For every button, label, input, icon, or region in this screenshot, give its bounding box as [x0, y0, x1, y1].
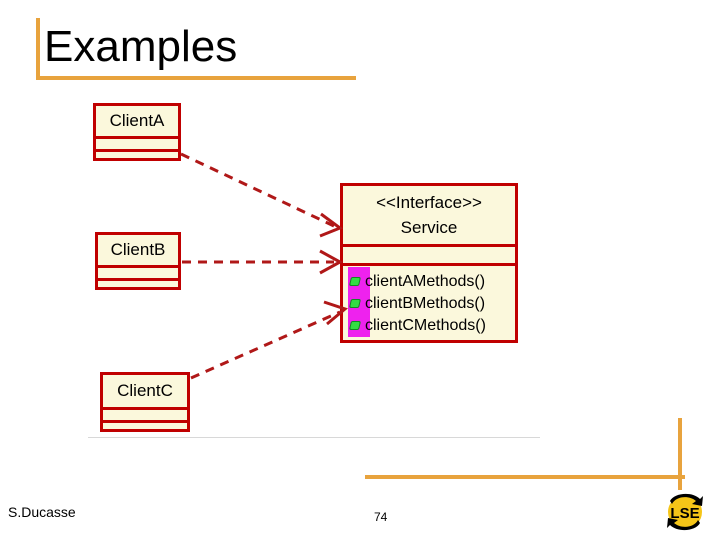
- uml-method-row[interactable]: clientCMethods(): [343, 315, 515, 337]
- footer-author: S.Ducasse: [8, 504, 76, 520]
- footer-hairline: [88, 437, 540, 438]
- uml-method-row[interactable]: clientBMethods(): [343, 293, 515, 315]
- uml-operations-compartment: [98, 281, 178, 291]
- uml-operations-compartment: clientAMethods() clientBMethods() client…: [343, 266, 515, 337]
- uml-method-label: clientCMethods(): [365, 317, 486, 334]
- uml-interface-service[interactable]: <<Interface>> Service clientAMethods() c…: [340, 183, 518, 343]
- uml-method-row[interactable]: clientAMethods(): [343, 271, 515, 293]
- public-method-icon: [349, 276, 363, 288]
- uml-separator: [343, 244, 515, 247]
- dependency-arrowhead-client-b: [319, 249, 344, 275]
- lse-logo-icon: LSE: [667, 493, 703, 531]
- uml-stereotype-label: <<Interface>>: [376, 193, 482, 212]
- footer-accent-rule-horizontal: [365, 475, 685, 479]
- uml-separator: [103, 407, 187, 410]
- uml-interface-header: <<Interface>> Service: [343, 186, 515, 244]
- uml-class-client-b[interactable]: ClientB: [95, 232, 181, 290]
- uml-class-client-a[interactable]: ClientA: [93, 103, 181, 161]
- public-method-icon: [349, 298, 363, 310]
- footer-accent-rule-vertical: [678, 418, 682, 490]
- public-method-icon: [349, 320, 363, 332]
- title-accent-rule: [36, 18, 40, 80]
- uml-operations-compartment: [103, 423, 187, 433]
- uml-attributes-compartment: [98, 268, 178, 278]
- footer-page-number: 74: [374, 510, 388, 524]
- uml-method-label: clientAMethods(): [365, 273, 486, 290]
- dependency-arrowhead-client-a: [319, 212, 344, 238]
- uml-operations-compartment: [96, 152, 178, 162]
- uml-class-name-client-b: ClientB: [110, 240, 166, 259]
- uml-attributes-compartment: [103, 410, 187, 420]
- uml-separator: [343, 263, 515, 266]
- lse-logo-text: LSE: [670, 505, 699, 522]
- uml-separator: [103, 420, 187, 423]
- uml-class-client-c[interactable]: ClientC: [100, 372, 190, 432]
- uml-class-name-client-a: ClientA: [109, 111, 165, 130]
- uml-interface-name: Service: [400, 218, 458, 237]
- uml-method-label: clientBMethods(): [365, 295, 486, 312]
- uml-separator: [98, 265, 178, 268]
- uml-class-name-client-c: ClientC: [117, 381, 173, 400]
- uml-separator: [98, 278, 178, 281]
- uml-attributes-compartment: [343, 247, 515, 263]
- page-title: Examples: [44, 22, 238, 71]
- dependency-arrow-client-a: [180, 152, 335, 228]
- title-underline: [36, 76, 356, 80]
- uml-attributes-compartment: [96, 139, 178, 149]
- uml-separator: [96, 149, 178, 152]
- dependency-arrow-client-c: [190, 310, 341, 380]
- uml-separator: [96, 136, 178, 139]
